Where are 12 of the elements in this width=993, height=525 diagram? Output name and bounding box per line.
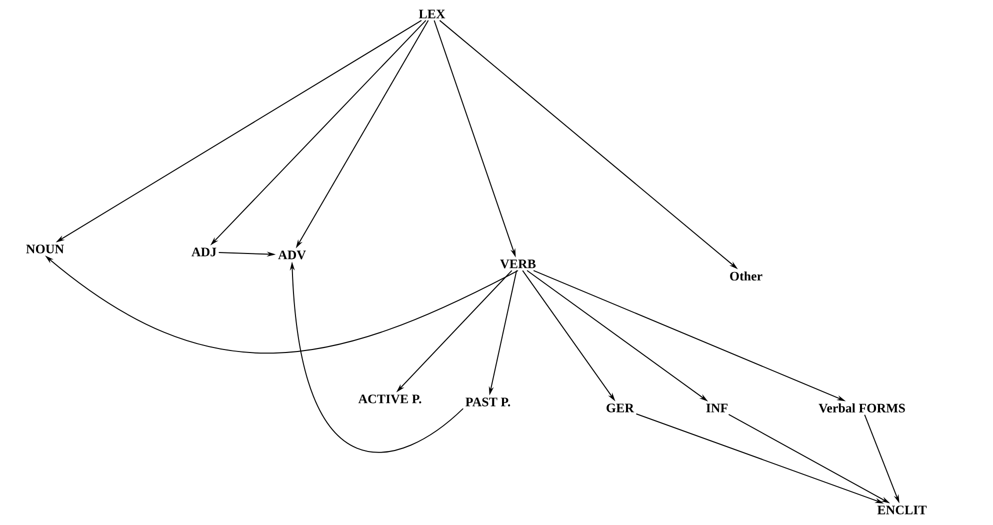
node-label: NOUN [26, 244, 64, 254]
node-label: Verbal FORMS [818, 403, 905, 413]
node-label: PAST P. [466, 398, 510, 406]
node-label: VERB [500, 260, 536, 268]
node-label: ACTIVE P. [358, 394, 422, 404]
node-label: GER [606, 404, 634, 412]
node-label: ADJ [192, 248, 216, 256]
node-label: Other [730, 271, 762, 281]
node-label: ADV [278, 250, 306, 260]
node-label: LEX [418, 10, 446, 18]
node-label: ENCLIT [877, 506, 927, 514]
node-label: INF [706, 404, 728, 412]
